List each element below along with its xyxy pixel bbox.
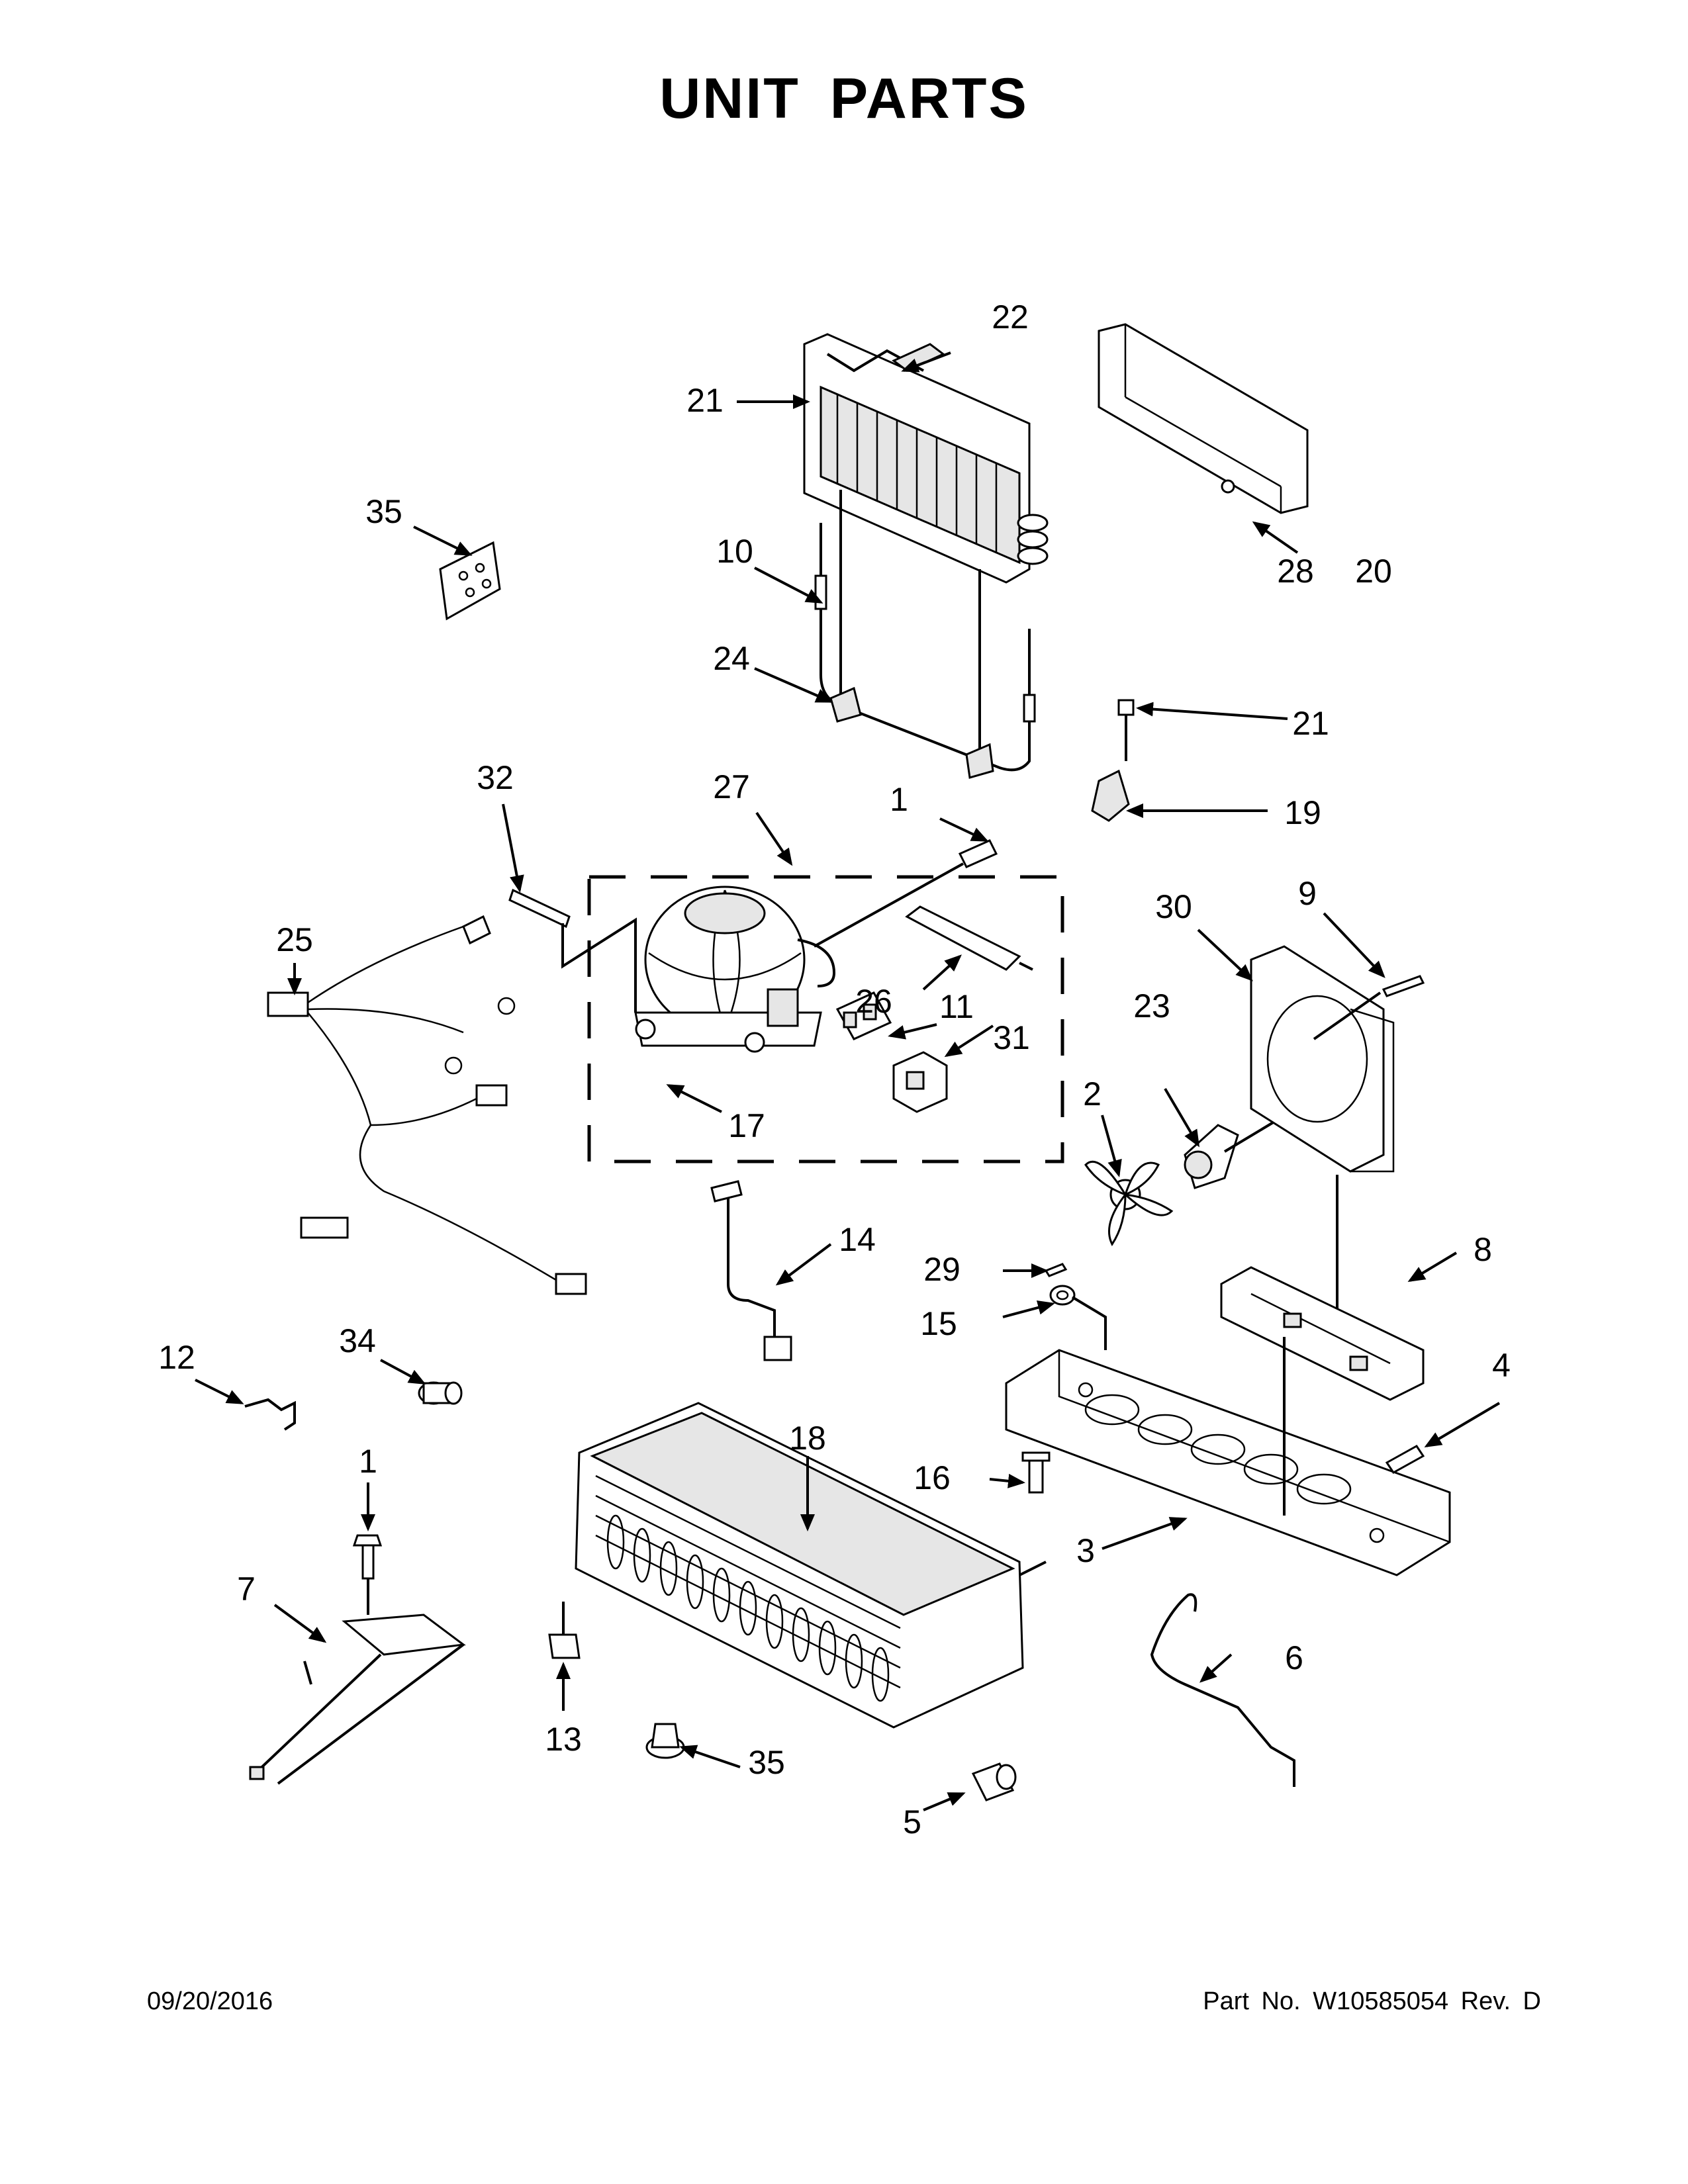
condenser-cover [1098,323,1309,514]
callout-9: 9 [1298,875,1317,912]
screw-1-lower [352,1534,383,1615]
wire-harness [267,915,587,1295]
drain-tube-assembly [814,523,1036,779]
callout-7: 7 [237,1570,256,1608]
callout-5: 5 [903,1803,921,1841]
bracket [1220,1266,1425,1401]
filter-drier [905,905,1033,971]
callout-8: 8 [1474,1231,1492,1268]
wire-33 [561,917,637,1013]
callout-labels: 22 21 35 10 28 20 24 21 32 27 1 19 30 9 … [158,298,1511,1841]
compressor-assembly-boundary [587,875,1064,1163]
callout-16: 16 [914,1459,951,1496]
condenser-coil [803,333,1049,768]
start-relay [835,991,892,1040]
clip-33 [508,888,571,929]
defrost-drain-tube [710,1180,792,1361]
callout-33: 32 [477,759,514,796]
callout-32: 31 [993,1019,1030,1056]
callout-6: 6 [1285,1639,1303,1676]
part-number: Part No. W10585054 Rev. D [1203,1987,1541,2015]
callout-30: 29 [923,1251,961,1288]
callout-17: 17 [728,1107,765,1144]
callout-19: 19 [1284,794,1321,831]
fan-blade [1084,1160,1174,1246]
spacer-30 [1044,1263,1068,1277]
page-title: UNIT PARTS [659,67,1029,130]
rod-6 [1150,1593,1295,1787]
callout-12: 12 [158,1339,195,1376]
callout-11: 11 [939,988,974,1025]
thermistor-harness [249,1614,466,1785]
coupling-5 [971,1762,1017,1801]
revision-date: 09/20/2016 [147,1987,273,2015]
callout-27: 26 [855,983,892,1020]
callout-35: 35 [748,1744,785,1781]
callout-13: 13 [545,1721,582,1758]
clip-12 [244,1398,296,1431]
callout-21: 21 [1292,705,1329,742]
callout-31: 30 [1155,888,1192,925]
relay-cover [892,1051,948,1113]
callout-34: 34 [339,1322,376,1359]
screw-4 [1385,1445,1425,1474]
control-board [439,541,501,621]
callout-26: 25 [276,921,313,958]
callout-29: 28 [1277,553,1314,590]
grommet-15 [1049,1285,1107,1350]
callout-24: 23 [1133,987,1170,1024]
callout-23: 22 [992,298,1029,336]
sensor-35 [645,1723,685,1759]
callout-36: 35 [365,493,402,530]
callout-2: 2 [1083,1075,1102,1113]
callout-22: 21 [686,382,724,419]
callout-28: 27 [713,768,750,805]
screw-16 [1021,1451,1051,1494]
callout-1-top: 1 [890,781,908,818]
screw-9 [1313,975,1425,1040]
evaporator [575,1402,1047,1729]
callout-1-lower: 1 [359,1443,377,1480]
callout-4: 4 [1492,1347,1511,1384]
screw-and-clip [1091,699,1135,822]
callout-20: 20 [1355,553,1392,590]
leader-lines [195,351,1501,1811]
callout-14: 14 [839,1221,876,1258]
callout-10: 10 [716,533,753,570]
callout-25: 24 [713,640,750,677]
fitting-1-top [814,839,998,948]
clip-13 [548,1602,581,1659]
callout-3: 3 [1076,1532,1095,1569]
callout-18: 18 [789,1420,826,1457]
plug-34 [418,1381,463,1405]
compressor [634,886,836,1053]
callout-15: 15 [920,1305,957,1342]
base-plate [1005,1337,1451,1576]
